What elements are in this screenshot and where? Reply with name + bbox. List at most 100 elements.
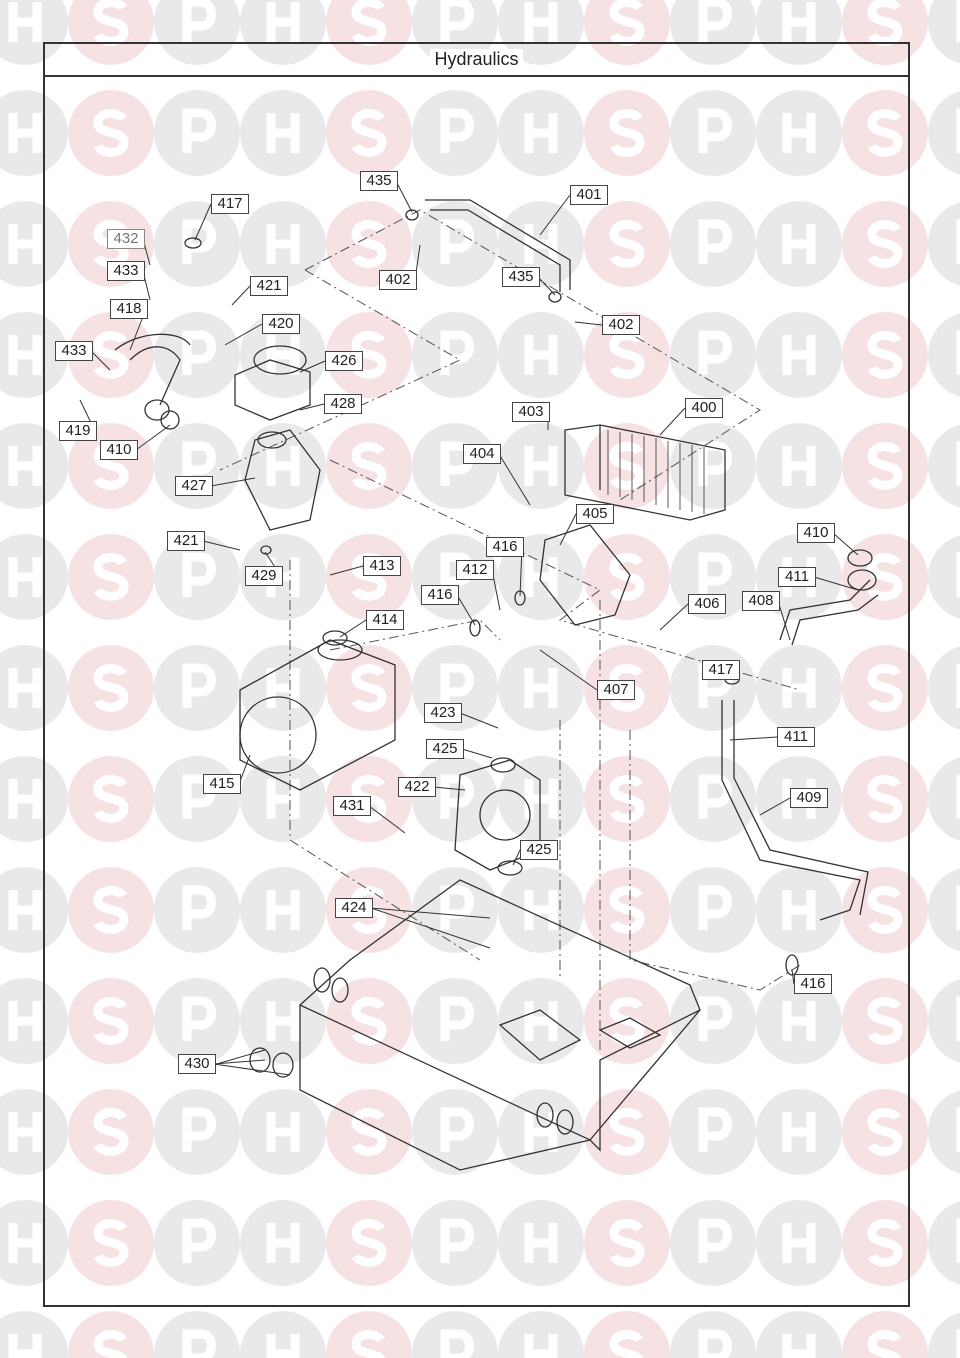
watermark-letter-shape: [867, 664, 903, 712]
part-label-412[interactable]: 412: [456, 560, 494, 580]
leader-line: [512, 849, 521, 866]
watermark-letter-shape: [266, 335, 300, 375]
part-label-432[interactable]: 432: [107, 229, 145, 249]
leader-line: [370, 907, 491, 949]
pipe-409: [721, 700, 869, 921]
watermark-circle: [240, 1311, 326, 1358]
watermark-letter-shape: [266, 1112, 300, 1152]
watermark-letter-shape: [609, 109, 645, 157]
watermark-letter-shape: [609, 442, 645, 490]
watermark-letter-shape: [351, 997, 387, 1045]
part-label-403[interactable]: 403: [512, 402, 550, 422]
watermark-letter-shape: [182, 1107, 216, 1152]
part-label-418[interactable]: 418: [110, 299, 148, 319]
part-label-400[interactable]: 400: [685, 398, 723, 418]
part-label-411[interactable]: 411: [777, 727, 815, 747]
watermark-letter-shape: [8, 1334, 42, 1358]
watermark-letter-shape: [782, 335, 816, 375]
part-label-431[interactable]: 431: [333, 796, 371, 816]
watermark-letter-shape: [440, 1107, 474, 1152]
part-label-429[interactable]: 429: [245, 566, 283, 586]
watermark-letter-shape: [698, 330, 732, 375]
watermark-letter-shape: [867, 109, 903, 157]
part-label-414[interactable]: 414: [366, 610, 404, 630]
watermark-circle: [928, 1201, 960, 1285]
watermark-letter-shape: [8, 446, 42, 486]
leader-line: [498, 453, 531, 506]
part-label-422[interactable]: 422: [398, 777, 436, 797]
watermark-circle: [584, 0, 670, 65]
part-label-421[interactable]: 421: [167, 531, 205, 551]
watermark-letter-shape: [698, 774, 732, 819]
part-label-410[interactable]: 410: [797, 523, 835, 543]
watermark-letter-shape: [182, 330, 216, 375]
diagram-frame: Hydraulics: [43, 42, 910, 1307]
watermark-letter-shape: [93, 109, 129, 157]
part-label-402[interactable]: 402: [379, 270, 417, 290]
part-label-421[interactable]: 421: [250, 276, 288, 296]
watermark-letter-shape: [867, 1330, 902, 1358]
part-label-425[interactable]: 425: [426, 739, 464, 759]
part-label-407[interactable]: 407: [597, 680, 635, 700]
part-label-424[interactable]: 424: [335, 898, 373, 918]
watermark-letter-shape: [782, 113, 816, 153]
leader-line: [559, 513, 577, 546]
part-label-435[interactable]: 435: [360, 171, 398, 191]
part-label-415[interactable]: 415: [203, 774, 241, 794]
leader-line: [537, 276, 556, 296]
watermark-letter-shape: [867, 997, 903, 1045]
part-label-420[interactable]: 420: [262, 314, 300, 334]
part-label-402[interactable]: 402: [602, 315, 640, 335]
watermark-letter-shape: [698, 1107, 732, 1152]
watermark-letter-shape: [351, 1219, 387, 1267]
watermark-letter-shape: [266, 446, 300, 486]
seal-rings: [160, 209, 873, 1078]
part-label-416[interactable]: 416: [421, 585, 459, 605]
part-label-409[interactable]: 409: [790, 788, 828, 808]
part-label-428[interactable]: 428: [324, 394, 362, 414]
leader-line: [659, 407, 686, 436]
watermark-letter-shape: [182, 0, 216, 42]
part-label-416[interactable]: 416: [794, 974, 832, 994]
part-label-435[interactable]: 435: [502, 267, 540, 287]
watermark-letter-shape: [698, 108, 732, 153]
watermark-letter-shape: [609, 1219, 645, 1267]
watermark-letter-shape: [782, 668, 816, 708]
part-label-419[interactable]: 419: [59, 421, 97, 441]
leader-line: [299, 360, 326, 373]
part-label-430[interactable]: 430: [178, 1054, 216, 1074]
part-label-411[interactable]: 411: [778, 567, 816, 587]
leader-line: [231, 285, 251, 306]
watermark-letter-shape: [93, 553, 129, 601]
part-label-433[interactable]: 433: [107, 261, 145, 281]
part-label-416[interactable]: 416: [486, 537, 524, 557]
part-label-417[interactable]: 417: [211, 194, 249, 214]
leader-line: [339, 619, 367, 638]
watermark-letter-shape: [524, 1223, 558, 1263]
part-label-426[interactable]: 426: [325, 351, 363, 371]
part-label-427[interactable]: 427: [175, 476, 213, 496]
leader-line: [202, 540, 241, 551]
leader-line: [832, 532, 859, 556]
watermark-circle: [756, 1311, 842, 1358]
watermark-letter-shape: [93, 997, 129, 1045]
part-label-423[interactable]: 423: [424, 703, 462, 723]
watermark-letter-shape: [782, 1001, 816, 1041]
part-label-417[interactable]: 417: [702, 660, 740, 680]
part-label-408[interactable]: 408: [742, 591, 780, 611]
watermark-circle: [928, 0, 960, 64]
part-label-406[interactable]: 406: [688, 594, 726, 614]
leader-line: [213, 1063, 291, 1076]
part-label-405[interactable]: 405: [576, 504, 614, 524]
part-label-404[interactable]: 404: [463, 444, 501, 464]
watermark-circle: [68, 0, 154, 65]
watermark-letter-shape: [524, 2, 558, 42]
part-label-413[interactable]: 413: [363, 556, 401, 576]
part-label-401[interactable]: 401: [570, 185, 608, 205]
watermark-letter-shape: [8, 224, 42, 264]
part-label-425[interactable]: 425: [520, 840, 558, 860]
watermark-letter-shape: [351, 664, 387, 712]
part-label-433[interactable]: 433: [55, 341, 93, 361]
watermark-letter-shape: [609, 1108, 645, 1156]
part-label-410[interactable]: 410: [100, 440, 138, 460]
